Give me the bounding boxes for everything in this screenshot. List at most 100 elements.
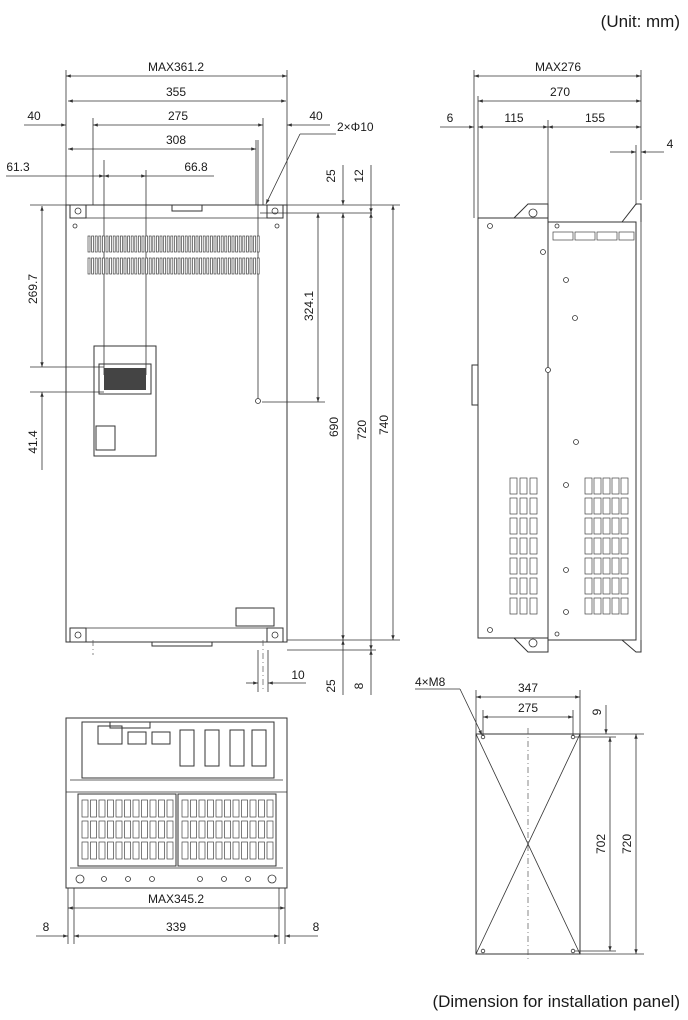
vent-slot xyxy=(584,497,593,515)
vent-slot xyxy=(98,820,106,839)
vent-slot xyxy=(94,235,98,253)
vent-slot xyxy=(109,257,112,275)
vent-slot xyxy=(192,257,195,275)
vent-slot xyxy=(238,257,242,275)
side-heatsink-body xyxy=(547,221,637,641)
vent-slot xyxy=(105,235,109,253)
vent-slot xyxy=(215,820,223,839)
vent-slot xyxy=(509,477,518,495)
vent-slot xyxy=(266,799,274,818)
vent-slot xyxy=(213,257,217,275)
vent-slot xyxy=(602,597,611,615)
vent-slot xyxy=(98,799,106,818)
vent-slot xyxy=(181,257,184,275)
vent-slot xyxy=(210,257,213,275)
front-left-margin-label: 40 xyxy=(27,109,41,123)
vent-slot xyxy=(112,235,116,253)
vent-slot xyxy=(620,517,629,535)
vent-slot xyxy=(249,235,253,253)
vent-slot xyxy=(166,820,174,839)
vent-slot xyxy=(266,820,274,839)
vent-slot xyxy=(177,235,181,253)
vent-slot xyxy=(81,799,89,818)
vent-slot xyxy=(258,841,265,860)
vent-slot xyxy=(170,257,174,275)
vent-slot xyxy=(158,820,165,839)
vent-slot xyxy=(529,557,538,575)
front-height-690-label: 690 xyxy=(327,417,341,437)
vent-slot xyxy=(90,841,97,860)
vent-slot xyxy=(529,537,538,555)
vent-slot xyxy=(238,235,242,253)
vent-slot xyxy=(112,257,116,275)
vent-slot xyxy=(190,820,197,839)
vent-slot xyxy=(166,841,174,860)
right-fan-grille xyxy=(177,793,277,867)
vent-slot xyxy=(156,257,159,275)
vent-slot xyxy=(105,257,109,275)
vent-slot xyxy=(148,257,152,275)
vent-slot xyxy=(210,235,213,253)
vent-slot xyxy=(116,257,120,275)
vent-slot xyxy=(206,257,210,275)
vent-slot xyxy=(509,517,518,535)
vent-slot xyxy=(188,235,192,253)
front-bottom-offset-label: 8 xyxy=(352,682,366,689)
vent-slot xyxy=(602,577,611,595)
vent-slot xyxy=(246,257,249,275)
vent-slot xyxy=(124,820,131,839)
vent-slot xyxy=(228,257,231,275)
unit-note: (Unit: mm) xyxy=(601,12,680,31)
vent-slot xyxy=(158,841,165,860)
vent-slot xyxy=(602,537,611,555)
vent-slot xyxy=(134,235,138,253)
vent-slot xyxy=(132,820,140,839)
vent-slot xyxy=(156,235,159,253)
side-vents xyxy=(509,477,629,615)
vent-slot xyxy=(127,257,130,275)
front-inner-width-label: 308 xyxy=(166,133,186,147)
vent-slot xyxy=(519,577,528,595)
vent-slot xyxy=(109,235,112,253)
vent-slot xyxy=(611,597,620,615)
vent-slot xyxy=(174,257,177,275)
vent-slot xyxy=(149,841,157,860)
vent-slot xyxy=(163,257,166,275)
vent-slot xyxy=(602,497,611,515)
vent-slot xyxy=(87,235,91,253)
vent-slot xyxy=(184,257,188,275)
side-front-cover xyxy=(477,217,549,639)
vent-slot xyxy=(620,477,629,495)
vent-slot xyxy=(224,257,228,275)
vent-slot xyxy=(602,557,611,575)
vent-slot xyxy=(220,257,224,275)
vent-slot xyxy=(132,799,140,818)
vent-slot xyxy=(593,557,602,575)
vent-slot xyxy=(152,235,156,253)
vent-slot xyxy=(158,799,165,818)
front-top-offset-label: 12 xyxy=(352,169,366,183)
vent-slot xyxy=(253,257,256,275)
vent-slot xyxy=(242,257,246,275)
vent-slot xyxy=(90,799,97,818)
vent-slot xyxy=(593,517,602,535)
installation-panel-note: (Dimension for installation panel) xyxy=(432,992,680,1011)
vent-slot xyxy=(519,557,528,575)
vent-slot xyxy=(235,235,238,253)
vent-slot xyxy=(584,577,593,595)
vent-slot xyxy=(509,597,518,615)
vent-slot xyxy=(224,841,231,860)
bottom-vents xyxy=(81,799,274,860)
vent-slot xyxy=(620,577,629,595)
vent-slot xyxy=(584,537,593,555)
terminal-block xyxy=(81,721,275,779)
vent-slot xyxy=(509,557,518,575)
vent-slot xyxy=(593,597,602,615)
vent-slot xyxy=(202,235,206,253)
vent-slot xyxy=(620,557,629,575)
keypad-display xyxy=(98,363,152,395)
front-right-margin-label: 40 xyxy=(309,109,323,123)
side-front-part-label: 115 xyxy=(504,111,523,125)
side-back-gap-label: 4 xyxy=(667,137,674,151)
vent-slot xyxy=(98,257,102,275)
